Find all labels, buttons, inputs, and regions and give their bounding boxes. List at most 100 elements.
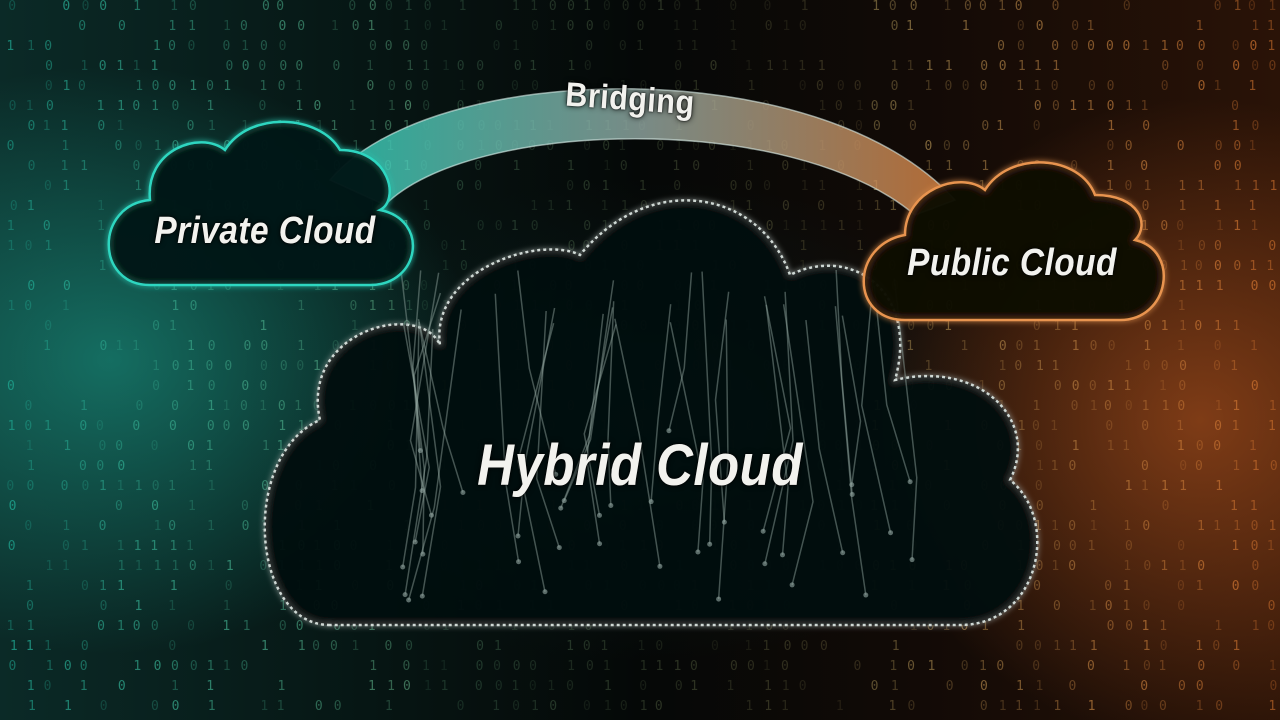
binary-digit: 1 (207, 559, 215, 574)
binary-digit: 0 (782, 619, 790, 634)
binary-digit: 1 (424, 679, 432, 694)
binary-digit: 1 (1069, 639, 1077, 654)
binary-digit: 0 (980, 79, 988, 94)
binary-digit: 1 (604, 699, 612, 714)
binary-digit: 1 (459, 0, 467, 14)
binary-digit: 1 (910, 619, 918, 634)
binary-digit: 0 (891, 79, 899, 94)
binary-digit: 1 (44, 639, 52, 654)
binary-digit: 0 (745, 179, 753, 194)
binary-digit: 0 (1070, 159, 1078, 174)
binary-digit: 1 (1142, 619, 1150, 634)
binary-digit: 1 (186, 379, 194, 394)
circuit-trace (782, 304, 814, 586)
circuit-node (419, 488, 425, 494)
binary-digit: 1 (1034, 59, 1042, 74)
binary-digit: 0 (151, 439, 159, 454)
binary-digit: 0 (276, 0, 284, 14)
binary-digit: 0 (1268, 59, 1276, 74)
binary-digit: 0 (62, 539, 70, 554)
binary-digit: 1 (1107, 159, 1115, 174)
binary-digit: 0 (637, 19, 645, 34)
binary-digit: 0 (997, 39, 1005, 54)
binary-digit: 0 (1052, 99, 1060, 114)
binary-digit: 0 (476, 59, 484, 74)
binary-digit: 0 (1053, 599, 1061, 614)
public-cloud-label: Public Cloud (907, 242, 1117, 284)
binary-digit: 0 (424, 19, 432, 34)
binary-digit: 1 (62, 299, 70, 314)
binary-digit: 1 (1248, 139, 1256, 154)
binary-digit: 0 (514, 59, 522, 74)
binary-digit: 0 (837, 79, 845, 94)
binary-digit: 1 (206, 439, 214, 454)
binary-digit: 1 (26, 579, 34, 594)
binary-digit: 0 (766, 219, 774, 234)
binary-digit: 0 (548, 619, 556, 634)
binary-digit: 0 (692, 159, 700, 174)
binary-digit: 1 (368, 679, 376, 694)
circuit-node (721, 519, 727, 525)
binary-digit: 1 (890, 59, 898, 74)
binary-digit: 0 (817, 199, 825, 214)
binary-digit: 0 (421, 299, 429, 314)
binary-digit: 1 (1069, 99, 1077, 114)
binary-digit: 0 (6, 479, 14, 494)
binary-digit: 0 (189, 0, 197, 14)
binary-digit: 0 (168, 79, 176, 94)
circuit-trace (668, 272, 693, 431)
binary-digit: 1 (928, 659, 936, 674)
binary-digit: 1 (7, 239, 15, 254)
binary-digit: 0 (99, 339, 107, 354)
binary-digit: 0 (495, 19, 503, 34)
circuit-trace (407, 309, 462, 601)
binary-digit: 1 (7, 299, 15, 314)
binary-digit: 1 (1018, 59, 1026, 74)
binary-digit: 1 (1232, 119, 1240, 134)
circuit-node (419, 593, 425, 599)
binary-digit: 0 (1178, 379, 1186, 394)
public-cloud-shape (862, 161, 1165, 322)
binary-digit: 1 (818, 179, 826, 194)
binary-digit: 0 (96, 459, 104, 474)
circuit-trace (650, 304, 672, 502)
binary-digit: 1 (1215, 399, 1223, 414)
binary-digit: 0 (187, 439, 195, 454)
binary-digit: 1 (1197, 519, 1205, 534)
binary-digit: 0 (673, 0, 681, 14)
binary-digit: 0 (511, 79, 519, 94)
binary-digit: 0 (781, 159, 789, 174)
binary-digit: 0 (531, 19, 539, 34)
binary-digit: 1 (999, 699, 1007, 714)
binary-digit: 1 (208, 119, 216, 134)
binary-digit: 0 (369, 0, 377, 14)
binary-digit: 1 (1230, 499, 1238, 514)
binary-digit: 0 (314, 99, 322, 114)
binary-digit: 1 (62, 179, 70, 194)
binary-digit: 1 (1213, 519, 1221, 534)
binary-digit: 0 (1125, 619, 1133, 634)
circuit-node (406, 597, 412, 603)
binary-digit: 0 (350, 619, 358, 634)
binary-digit: 0 (1194, 319, 1202, 334)
binary-digit: 0 (799, 19, 807, 34)
binary-digit: 1 (223, 19, 231, 34)
binary-digit: 1 (44, 419, 52, 434)
binary-digit: 1 (819, 219, 827, 234)
binary-digit: 0 (531, 79, 539, 94)
binary-digit: 0 (1140, 699, 1148, 714)
binary-digit: 1 (99, 579, 107, 594)
binary-digit: 0 (404, 99, 412, 114)
circuit-trace (701, 271, 713, 545)
binary-digit: 1 (1088, 699, 1096, 714)
binary-digit: 0 (457, 99, 465, 114)
binary-digit: 0 (403, 659, 411, 674)
binary-digit: 0 (43, 219, 51, 234)
binary-digit: 1 (891, 679, 899, 694)
binary-digit: 1 (133, 0, 141, 14)
circuit-trace (560, 307, 614, 509)
binary-digit: 0 (190, 279, 198, 294)
binary-digit: 0 (586, 659, 594, 674)
binary-digit: 1 (440, 659, 448, 674)
